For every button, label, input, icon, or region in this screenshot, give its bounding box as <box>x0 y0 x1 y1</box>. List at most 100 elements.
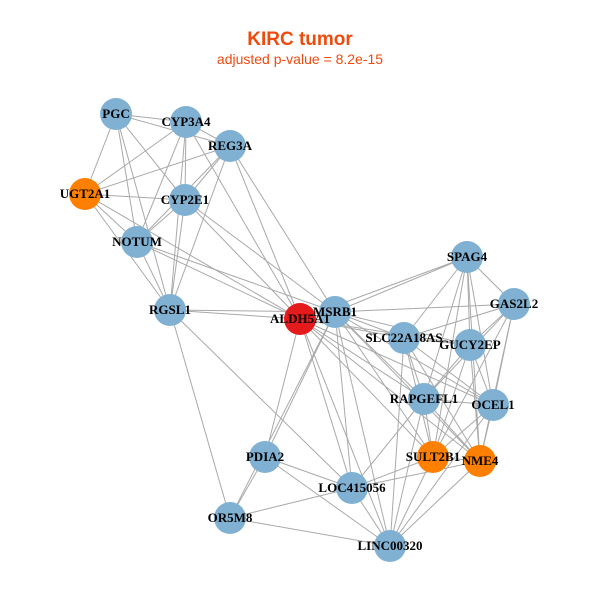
node-gucy2ep <box>454 329 486 361</box>
edge-msrb1-spag4 <box>334 256 468 313</box>
node-label-pgc: PGC <box>102 106 129 121</box>
figure-title: KIRC tumor <box>247 29 353 50</box>
node-label-msrb1: MSRB1 <box>313 304 357 319</box>
node-linc00320 <box>374 530 406 562</box>
edge-msrb1-linc00320 <box>334 311 391 547</box>
node-label-slc22a18as: SLC22A18AS <box>365 330 442 345</box>
edge-aldh5a1-sult2b1 <box>299 318 434 458</box>
edge-cyp3a4-rgsl1 <box>169 121 187 311</box>
edge-reg3a-rgsl1 <box>169 145 231 311</box>
edge-spag4-ocel1 <box>466 256 494 406</box>
edge-sult2b1-linc00320 <box>389 456 434 547</box>
node-ugt2a1 <box>69 178 101 210</box>
node-label-ugt2a1: UGT2A1 <box>60 186 111 201</box>
edge-slc22a18as-linc00320 <box>389 337 405 547</box>
node-label-rapgefl1: RAPGEFL1 <box>390 391 459 406</box>
edge-ugt2a1-aldh5a1 <box>84 193 301 320</box>
node-label-nme4: NME4 <box>462 453 499 468</box>
edge-spag4-rapgefl1 <box>423 256 468 400</box>
node-label-pdia2: PDIA2 <box>246 449 284 464</box>
edge-cyp2e1-aldh5a1 <box>184 199 301 320</box>
edge-cyp3a4-aldh5a1 <box>185 121 301 320</box>
node-spag4 <box>451 241 483 273</box>
edge-pdia2-linc00320 <box>264 456 391 547</box>
node-ocel1 <box>477 389 509 421</box>
edge-loc415056-or5m8 <box>229 487 353 519</box>
edge-msrb1-or5m8 <box>229 311 336 519</box>
edge-rgsl1-or5m8 <box>169 309 231 519</box>
edge-reg3a-ugt2a1 <box>84 145 231 195</box>
node-label-gas2l2: GAS2L2 <box>490 296 538 311</box>
node-rapgefl1 <box>408 383 440 415</box>
edge-msrb1-loc415056 <box>334 311 353 489</box>
node-cyp2e1 <box>169 184 201 216</box>
edge-cyp3a4-ugt2a1 <box>84 121 187 195</box>
node-label-notum: NOTUM <box>112 234 162 249</box>
edge-notum-aldh5a1 <box>136 241 301 320</box>
edge-gas2l2-slc22a18as <box>403 303 515 339</box>
node-gas2l2 <box>498 288 530 320</box>
node-pdia2 <box>249 441 281 473</box>
node-rgsl1 <box>154 294 186 326</box>
edge-cyp2e1-msrb1 <box>184 199 336 313</box>
edge-pgc-cyp2e1 <box>115 113 186 201</box>
node-loc415056 <box>336 472 368 504</box>
node-label-rgsl1: RGSL1 <box>149 302 191 317</box>
edge-ocel1-linc00320 <box>389 404 494 547</box>
edge-nme4-loc415056 <box>351 460 481 489</box>
node-label-reg3a: REG3A <box>208 138 253 153</box>
edge-reg3a-aldh5a1 <box>229 145 301 320</box>
edge-aldh5a1-linc00320 <box>299 318 391 547</box>
node-aldh5a1 <box>284 303 316 335</box>
figure-subtitle: adjusted p-value = 8.2e-15 <box>216 51 384 67</box>
node-label-spag4: SPAG4 <box>447 249 488 264</box>
edge-rgsl1-loc415056 <box>169 309 353 489</box>
edge-aldh5a1-pdia2 <box>264 318 301 458</box>
edge-nme4-linc00320 <box>389 460 481 547</box>
edge-aldh5a1-nme4 <box>299 318 481 462</box>
edge-cyp3a4-notum <box>136 121 187 243</box>
edge-spag4-sult2b1 <box>432 256 468 458</box>
node-notum <box>121 226 153 258</box>
node-cyp3a4 <box>170 106 202 138</box>
edge-msrb1-nme4 <box>334 311 481 462</box>
edge-msrb1-gas2l2 <box>334 303 515 313</box>
node-nme4 <box>464 445 496 477</box>
edge-msrb1-pdia2 <box>264 311 336 458</box>
node-label-sult2b1: SULT2B1 <box>406 449 460 464</box>
node-label-aldh5a1: ALDH5A1 <box>270 311 330 326</box>
edge-reg3a-msrb1 <box>229 145 336 313</box>
edge-or5m8-linc00320 <box>229 517 391 547</box>
edge-slc22a18as-ocel1 <box>403 337 494 406</box>
node-label-ocel1: OCEL1 <box>471 397 514 412</box>
node-msrb1 <box>319 296 351 328</box>
edge-notum-msrb1 <box>136 241 336 313</box>
edge-msrb1-ocel1 <box>334 311 494 406</box>
edge-aldh5a1-ocel1 <box>299 318 494 406</box>
node-label-cyp2e1: CYP2E1 <box>161 192 209 207</box>
edge-aldh5a1-rapgefl1 <box>299 318 425 400</box>
node-slc22a18as <box>388 322 420 354</box>
edge-rgsl1-aldh5a1 <box>169 309 301 320</box>
edge-cyp2e1-rgsl1 <box>169 199 186 311</box>
node-label-gucy2ep: GUCY2EP <box>439 337 500 352</box>
edge-rapgefl1-loc415056 <box>351 398 425 489</box>
node-label-or5m8: OR5M8 <box>208 510 253 525</box>
edge-msrb1-rapgefl1 <box>334 311 425 400</box>
node-or5m8 <box>214 502 246 534</box>
edge-aldh5a1-loc415056 <box>299 318 353 489</box>
node-reg3a <box>214 130 246 162</box>
node-pgc <box>100 98 132 130</box>
edge-spag4-slc22a18as <box>403 256 468 339</box>
node-label-cyp3a4: CYP3A4 <box>161 114 211 129</box>
edge-rapgefl1-linc00320 <box>389 398 425 547</box>
edge-ugt2a1-cyp2e1 <box>84 193 186 201</box>
node-label-loc415056: LOC415056 <box>318 480 386 495</box>
edge-pgc-notum <box>115 113 138 243</box>
node-label-linc00320: LINC00320 <box>357 538 422 553</box>
node-sult2b1 <box>417 441 449 473</box>
edge-pgc-rgsl1 <box>115 113 171 311</box>
